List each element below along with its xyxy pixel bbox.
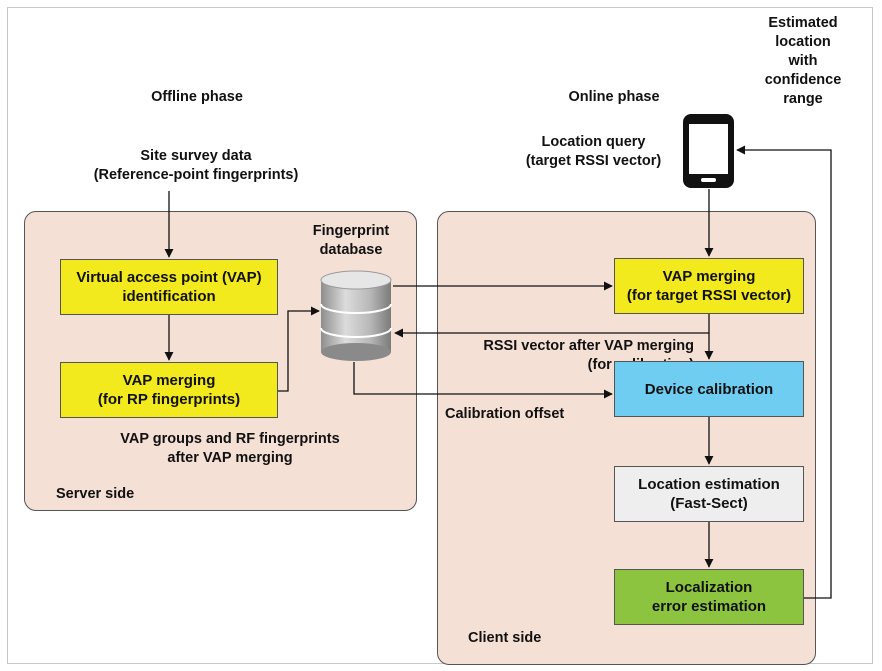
- smartphone-home-button: [701, 178, 716, 182]
- device-calibration-box: Device calibration: [614, 361, 804, 417]
- vap-merging-rp-box: VAP merging (for RP fingerprints): [60, 362, 278, 418]
- database-icon: [320, 270, 392, 361]
- estimated-location-label: Estimated location with confidence range: [764, 15, 842, 107]
- location-estimation-box: Location estimation (Fast-Sect): [614, 466, 804, 522]
- client-side-title: Client side: [468, 630, 542, 646]
- site-survey-label: Site survey data (Reference-point finger…: [93, 148, 299, 183]
- offline-phase-label: Offline phase: [151, 89, 243, 105]
- vap-merging-target-box: VAP merging (for target RSSI vector): [614, 258, 804, 314]
- server-side-title: Server side: [56, 486, 135, 502]
- location-query-label: Location query (target RSSI vector): [525, 134, 662, 169]
- vap-groups-label: VAP groups and RF fingerprints after VAP…: [120, 431, 340, 466]
- fingerprint-database-label: Fingerprint database: [312, 223, 390, 258]
- vap-identification-box: Virtual access point (VAP) identificatio…: [60, 259, 278, 315]
- smartphone-screen: [689, 124, 728, 174]
- online-phase-label: Online phase: [568, 89, 660, 105]
- figure-frame: [7, 7, 873, 664]
- calibration-offset-label: Calibration offset: [445, 406, 565, 422]
- smartphone-icon: [683, 114, 734, 188]
- error-estimation-box: Localization error estimation: [614, 569, 804, 625]
